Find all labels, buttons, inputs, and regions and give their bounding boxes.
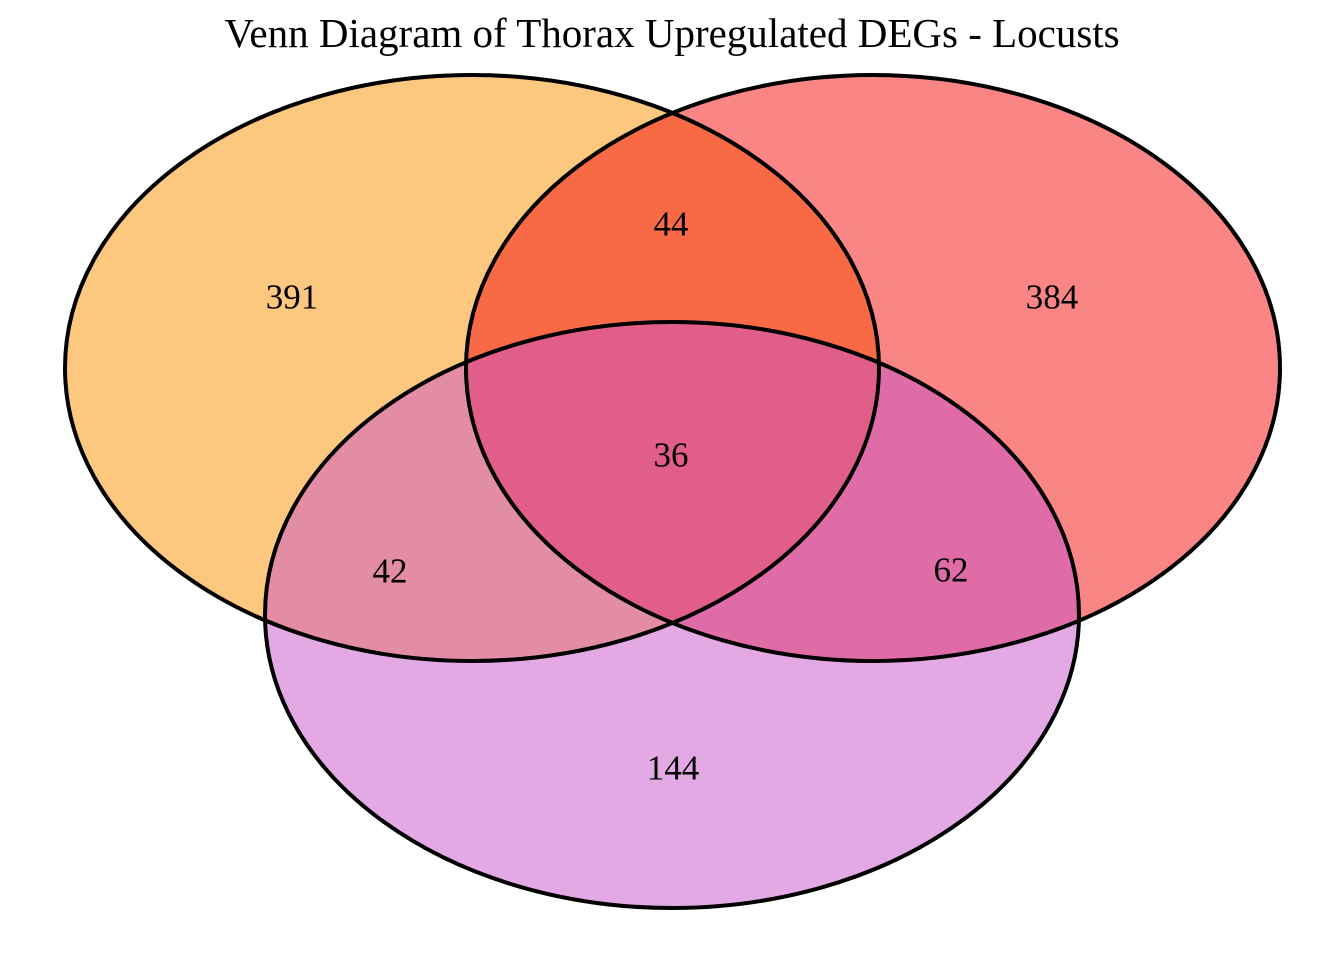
venn-set-left-outline [63,73,881,663]
venn-set-bottom-fill [265,322,1079,908]
count-right-and-bottom: 62 [934,551,969,590]
count-all-three: 36 [654,436,689,475]
count-left-and-bottom: 42 [373,552,408,591]
venn-fills [65,75,1280,908]
chart-title: Venn Diagram of Thorax Upregulated DEGs … [224,10,1119,56]
count-right-only: 384 [1026,278,1079,317]
count-left-only: 391 [266,278,319,317]
venn-set-bottom-outline [263,320,1081,910]
venn-set-right-outline [464,73,1282,663]
venn-outlines [63,73,1282,910]
count-bottom-only: 144 [647,749,700,788]
count-left-and-right: 44 [654,205,689,244]
